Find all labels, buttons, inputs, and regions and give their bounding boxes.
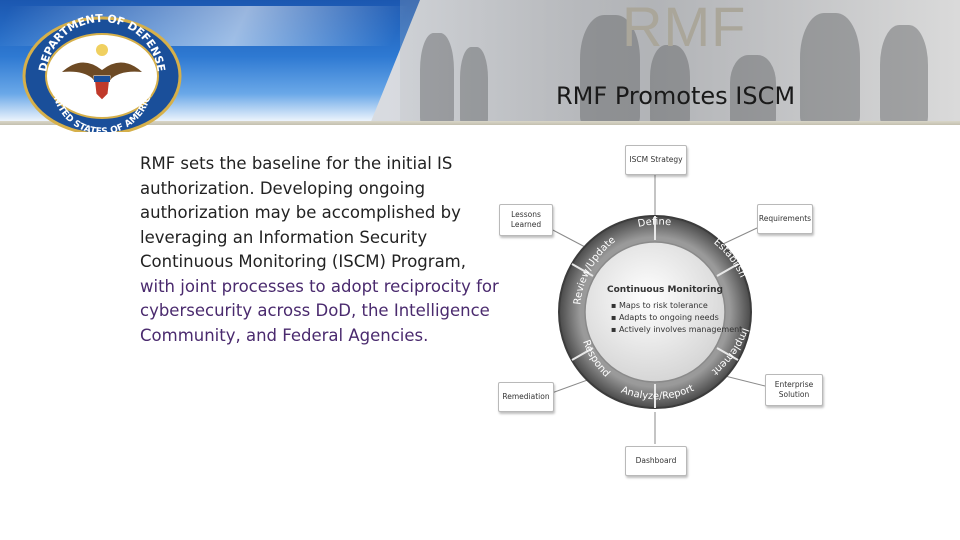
- page-subtitle: RMF Promotes ISCM: [556, 82, 796, 110]
- box-requirements: Requirements: [757, 204, 813, 234]
- center-bullet-2: ▪ Adapts to ongoing needs: [611, 313, 719, 322]
- center-bullet-3: ▪ Actively involves management: [611, 325, 742, 334]
- box-iscm-strategy: ISCM Strategy: [625, 145, 687, 175]
- page-title: RMF: [622, 0, 747, 58]
- box-enterprise-solution: Enterprise Solution: [765, 374, 823, 406]
- body-text-plain: RMF sets the baseline for the initial IS…: [140, 154, 466, 271]
- connector-lines: [548, 172, 766, 444]
- center-bullet-1: ▪ Maps to risk tolerance: [611, 301, 708, 310]
- ring-label-define: Define: [637, 216, 672, 229]
- header-banner: RMF RMF Promotes ISCM: [0, 0, 960, 125]
- iscm-process-diagram: Define Establish Implement Analyze/Repor…: [495, 140, 830, 480]
- soldiers-photo: [400, 0, 960, 125]
- box-remediation: Remediation: [498, 382, 554, 412]
- header-divider: [0, 121, 960, 125]
- center-title: Continuous Monitoring: [607, 285, 723, 295]
- center-disc: [584, 241, 726, 383]
- body-paragraph: RMF sets the baseline for the initial IS…: [140, 152, 500, 348]
- box-dashboard: Dashboard: [625, 446, 687, 476]
- box-lessons-learned: Lessons Learned: [499, 204, 553, 236]
- body-text-accent: with joint processes to adopt reciprocit…: [140, 276, 499, 345]
- dod-seal-logo: DEPARTMENT OF DEFENSE UNITED STATES OF A…: [22, 14, 182, 132]
